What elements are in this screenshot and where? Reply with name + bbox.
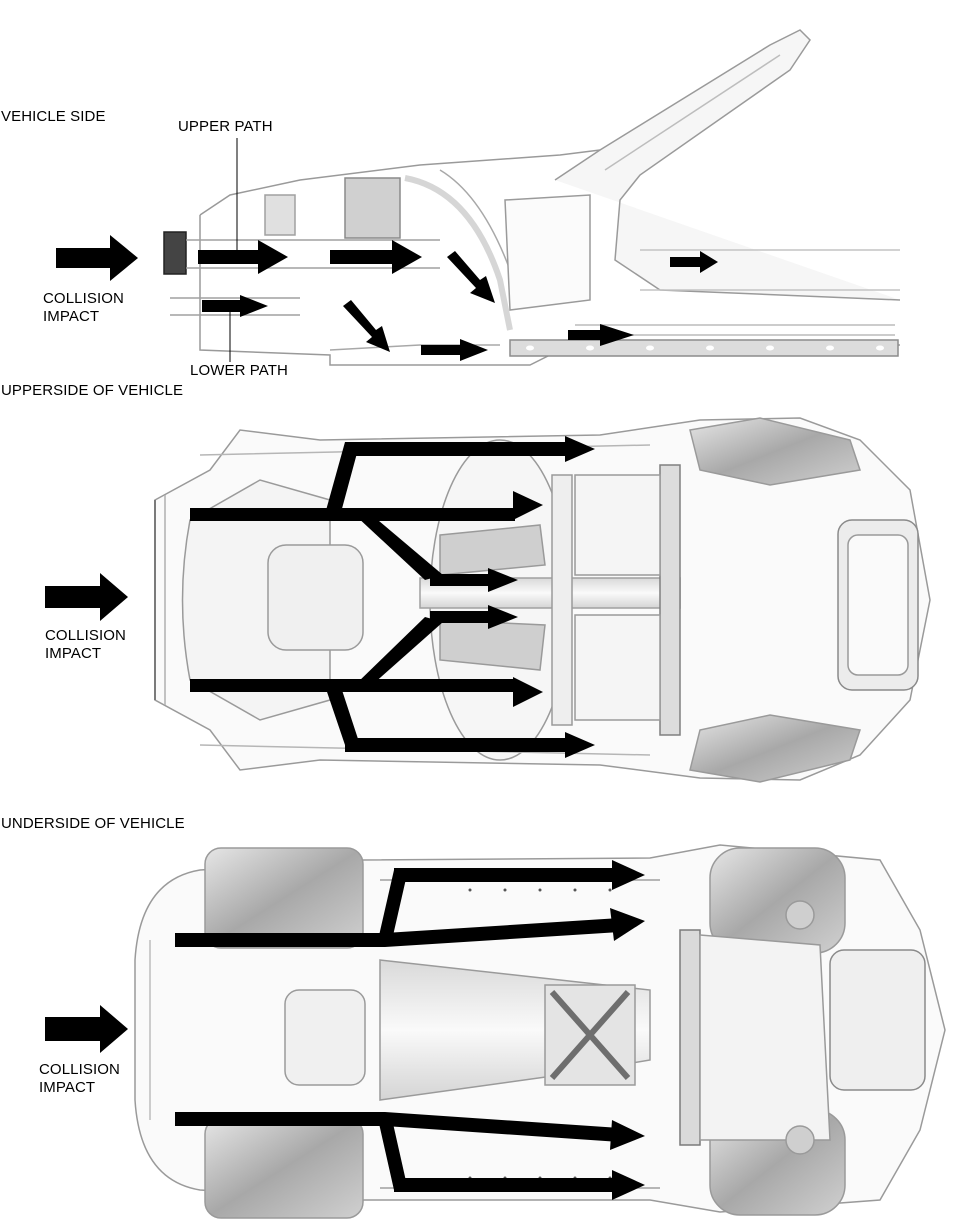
underside-impact-arrow bbox=[45, 1005, 128, 1053]
upperside-view-heading: UPPERSIDE OF VEHICLE bbox=[1, 382, 184, 399]
underside-arrow-3 bbox=[610, 1120, 645, 1150]
side-diagonal-arrow-2 bbox=[343, 300, 390, 352]
side-impact-arrow bbox=[56, 235, 138, 281]
upperside-arrow-4 bbox=[488, 605, 518, 629]
underside-impact-label: COLLISION IMPACT bbox=[39, 1061, 120, 1096]
upperside-path-branches bbox=[190, 442, 570, 752]
side-view-heading: VEHICLE SIDE bbox=[1, 108, 106, 125]
upperside-impact-arrow bbox=[45, 573, 128, 621]
side-lower-arrow-2 bbox=[421, 339, 488, 361]
upperside-arrow-2 bbox=[513, 491, 543, 520]
upperside-view-body bbox=[154, 417, 931, 783]
underside-arrow-4 bbox=[612, 1170, 645, 1200]
underside-arrow-1 bbox=[612, 860, 645, 890]
underside-path-lines bbox=[175, 868, 620, 1192]
side-roof-arrow bbox=[670, 251, 718, 273]
side-upper-arrow-1 bbox=[198, 240, 288, 274]
upperside-arrow-1 bbox=[565, 436, 595, 462]
side-diagonal-arrow-1 bbox=[447, 251, 495, 303]
upperside-impact-label: COLLISION IMPACT bbox=[45, 627, 126, 662]
side-rocker-arrow bbox=[568, 324, 634, 346]
side-impact-label: COLLISION IMPACT bbox=[43, 290, 124, 325]
upperside-arrow-6 bbox=[565, 732, 595, 758]
underside-arrow-2 bbox=[610, 908, 645, 941]
side-lower-arrow-1 bbox=[202, 295, 268, 317]
upperside-arrow-3 bbox=[488, 568, 518, 592]
upperside-arrow-5 bbox=[513, 677, 543, 707]
underside-view-heading: UNDERSIDE OF VEHICLE bbox=[1, 815, 185, 832]
upper-path-callout: UPPER PATH bbox=[178, 118, 273, 135]
underside-view-body bbox=[134, 844, 946, 1219]
side-view-body bbox=[163, 29, 901, 366]
lower-path-callout: LOWER PATH bbox=[190, 362, 288, 379]
side-upper-arrow-2 bbox=[330, 240, 422, 274]
